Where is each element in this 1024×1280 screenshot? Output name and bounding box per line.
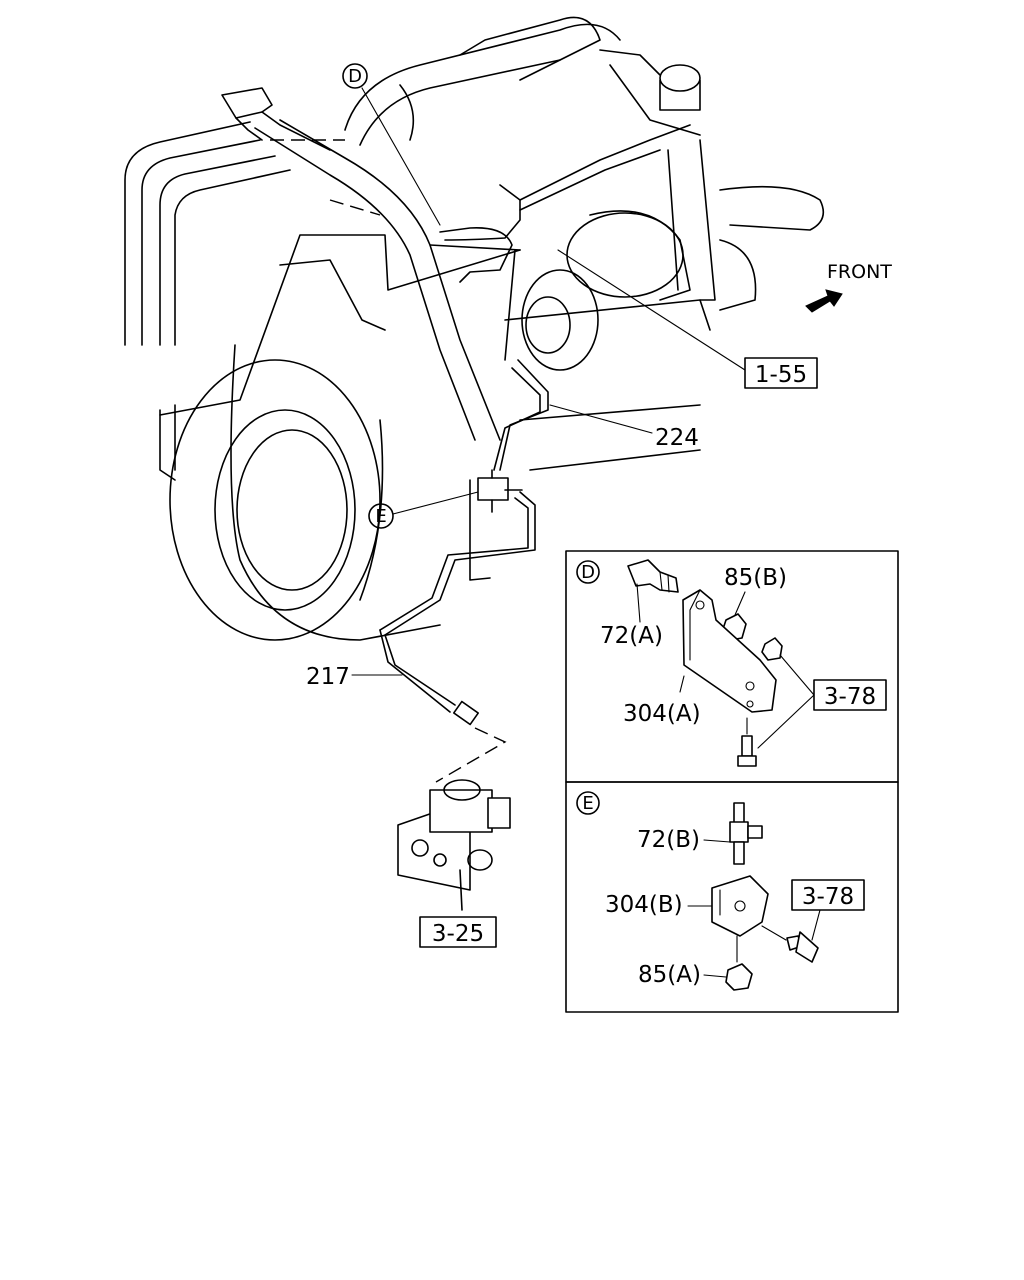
ref-1-55-label: 1-55 [755,362,807,388]
part-72a-label: 72(A) [600,623,663,649]
part-224-label: 224 [655,425,699,451]
front-label: FRONT [827,261,892,283]
ref-1-55-callout[interactable]: 1-55 [557,249,818,389]
part-72b-label: 72(B) [637,827,700,853]
ref-3-78-d-label: 3-78 [824,684,876,710]
part-304a-label: 304(A) [623,701,701,727]
brake-lines [379,124,691,783]
detail-d-panel: D 72(A) 85(B) 304(A) 3-78 [565,550,899,783]
detail-e-marker[interactable]: E [368,491,479,529]
engine-illustration [124,16,825,641]
detail-d-marker[interactable]: D [342,63,441,226]
part-217-callout[interactable]: 217 [306,664,403,690]
ref-3-78-e-label: 3-78 [802,884,854,910]
part-217-label: 217 [306,664,350,690]
part-224-callout[interactable]: 224 [549,404,699,451]
ref-3-25-label: 3-25 [432,921,484,947]
part-85b-label: 85(B) [724,565,787,591]
detail-d-badge: D [581,562,595,583]
part-72b-fitting [729,802,763,865]
detail-d-marker-label: D [348,66,362,87]
part-85a-label: 85(A) [638,962,701,988]
detail-e-badge: E [582,793,593,814]
part-72a-fitting [627,559,679,593]
front-indicator: FRONT [805,261,892,313]
ref-3-25-callout[interactable]: 3-25 [419,916,497,948]
detail-e-marker-label: E [375,506,386,527]
valve-assembly [397,779,511,911]
detail-e-panel: E 72(B) 304(B) 3-78 85(A) [565,781,899,1013]
arrow-front-icon [805,289,843,313]
part-304b-label: 304(B) [605,892,683,918]
